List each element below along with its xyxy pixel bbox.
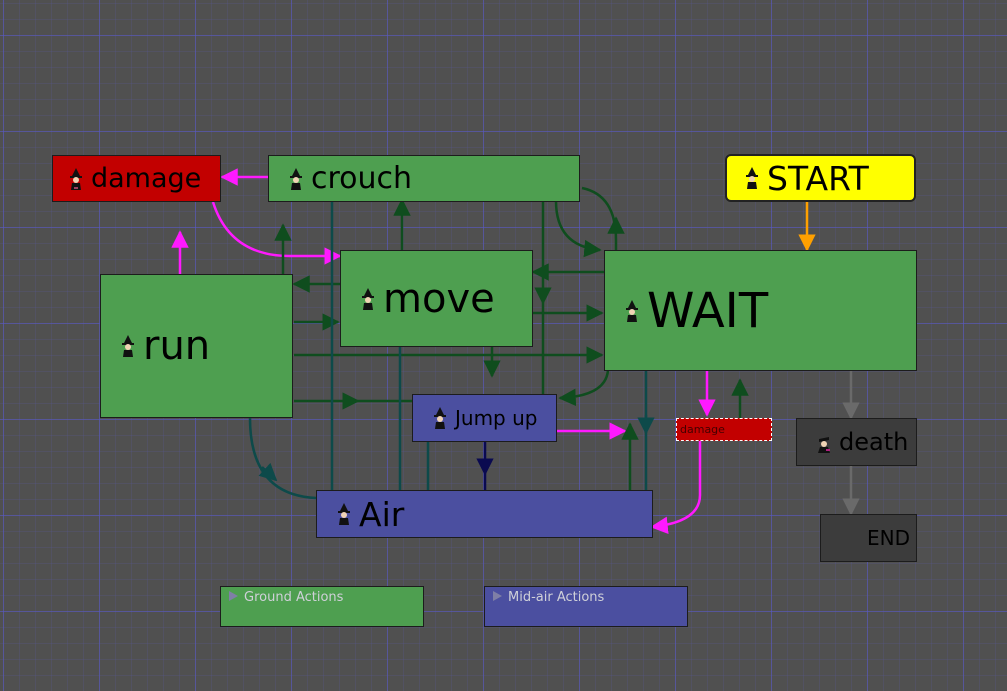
node-move[interactable]: move [340, 250, 533, 347]
legend-label: Ground Actions [244, 590, 344, 605]
witch-character-icon [361, 287, 375, 310]
arrow-air-to-damage [650, 441, 702, 535]
node-label: damage [680, 423, 725, 436]
arrow-crouch-to-wait [554, 200, 602, 258]
legend-ground-actions: Ground Actions [220, 586, 424, 627]
arrowhead-icon [229, 591, 238, 601]
witch-character-icon [745, 167, 759, 189]
node-damage-top[interactable]: damage [52, 155, 221, 202]
witch-character-icon [433, 407, 447, 429]
node-wait[interactable]: WAIT [604, 250, 917, 371]
node-label: run [143, 323, 211, 369]
node-air[interactable]: Air [316, 490, 653, 538]
arrow-wait-to-jump [558, 369, 610, 407]
node-label: crouch [311, 161, 413, 196]
arrow-move-to-damage [211, 201, 342, 265]
arrowhead-icon [493, 591, 502, 601]
node-jump-up[interactable]: Jump up [412, 394, 557, 442]
witch-character-icon [817, 431, 831, 453]
legend-midair-actions: Mid-air Actions [484, 586, 688, 627]
node-end[interactable]: END [820, 514, 917, 562]
node-death[interactable]: death [796, 418, 917, 466]
arrow-run-to-air-head [258, 462, 278, 482]
node-label: damage [91, 163, 202, 194]
node-crouch[interactable]: crouch [268, 155, 580, 202]
node-label: Jump up [455, 406, 538, 430]
arrow-run-to-air [248, 417, 317, 500]
node-label: move [383, 275, 495, 322]
arrow-wait-to-crouch [581, 186, 618, 250]
witch-character-icon [121, 335, 135, 357]
node-label: START [767, 158, 869, 198]
node-label: END [867, 526, 910, 550]
witch-character-icon [289, 167, 303, 190]
node-label: Air [359, 494, 405, 534]
node-label: death [839, 428, 909, 456]
witch-character-icon [337, 503, 351, 525]
node-run[interactable]: run [100, 274, 293, 418]
legend-label: Mid-air Actions [508, 590, 605, 605]
node-label: WAIT [647, 282, 769, 339]
witch-character-icon [625, 299, 639, 322]
node-damage-small[interactable]: damage [676, 418, 772, 441]
witch-character-icon [69, 167, 83, 190]
node-start[interactable]: START [725, 154, 916, 202]
